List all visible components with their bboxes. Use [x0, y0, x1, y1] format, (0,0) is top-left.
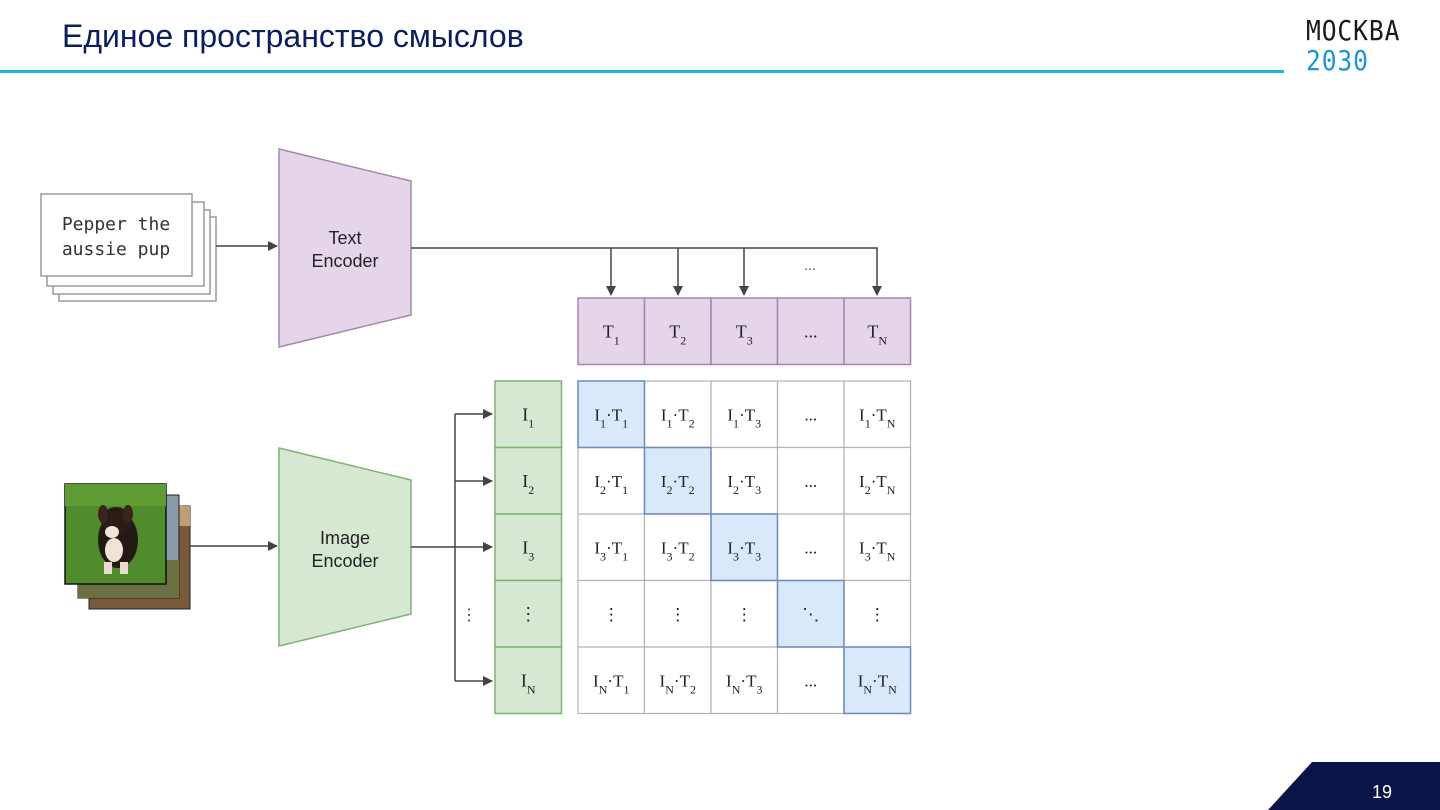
similarity-cell — [843, 513, 912, 582]
image-token-label: I3 — [522, 537, 534, 563]
similarity-cell-label: ⋮ — [736, 605, 753, 624]
image-token-cell — [494, 646, 563, 715]
similarity-cell-label: ... — [804, 405, 817, 424]
logo-text-moscow: МОСКВА — [1306, 14, 1401, 47]
page-number-badge — [1268, 762, 1440, 810]
similarity-cell-label: I3·T3 — [727, 538, 761, 563]
similarity-cell — [577, 446, 646, 515]
text-input-stack: Pepper the aussie pup — [40, 193, 217, 302]
similarity-cell — [843, 380, 912, 449]
image-token-label: I2 — [522, 471, 534, 497]
logo-text-2030: 2030 — [1306, 44, 1369, 77]
text-token-label: TN — [867, 321, 887, 347]
slide-title: Единое пространство смыслов — [62, 18, 524, 54]
image-token-cell — [494, 446, 563, 515]
similarity-cell-label: I2·T1 — [594, 472, 628, 497]
similarity-cell-diagonal-outline — [643, 446, 712, 515]
image-token-label: IN — [521, 670, 536, 696]
similarity-cell — [776, 446, 845, 515]
text-token-label: T1 — [603, 321, 620, 347]
similarity-cell-diagonal-outline — [843, 646, 912, 715]
similarity-cell-label: ⋮ — [669, 605, 686, 624]
similarity-cell-label: IN·TN — [858, 671, 897, 696]
text-input-line-2: aussie pup — [62, 239, 170, 260]
image-arrows-ellipsis: ⋮ — [461, 607, 477, 624]
similarity-cell-label: ... — [804, 671, 817, 690]
similarity-cell-label: I1·T3 — [727, 405, 761, 430]
text-token-cell — [843, 297, 912, 366]
text-token-label: T3 — [736, 321, 753, 347]
text-embedding-arrows — [411, 247, 882, 296]
image-token-label: I1 — [522, 404, 534, 430]
text-token-cell — [643, 297, 712, 366]
similarity-cell-label: I2·TN — [859, 472, 896, 497]
image-token-cell — [494, 380, 563, 449]
image-encoder-label-line-2: Encoder — [311, 551, 378, 571]
similarity-cell — [776, 646, 845, 715]
image-input-stack — [64, 483, 191, 610]
similarity-cell-label: I3·T1 — [594, 538, 628, 563]
similarity-cell-label: IN·T3 — [726, 671, 762, 696]
similarity-cell-label: I1·T2 — [661, 405, 695, 430]
similarity-cell-diagonal — [643, 446, 712, 515]
text-encoder-shape — [278, 148, 412, 348]
similarity-cell-label: ⋱ — [802, 605, 819, 624]
similarity-cell-diagonal-outline — [577, 380, 646, 449]
similarity-cell-label: I3·TN — [859, 538, 896, 563]
text-token-cell — [577, 297, 646, 366]
text-token-cell — [710, 297, 779, 366]
moscow-2030-logo: МОСКВА 2030 — [1306, 16, 1418, 80]
similarity-cell-label: IN·T2 — [660, 671, 696, 696]
similarity-cell-label: ⋮ — [869, 605, 886, 624]
text-encoder-label-line-1: Text — [328, 228, 361, 248]
page-number: 19 — [1371, 782, 1392, 802]
title-underline — [0, 70, 1284, 73]
similarity-cell-diagonal-outline — [710, 513, 779, 582]
text-token-label: ... — [804, 321, 818, 341]
similarity-cell — [643, 579, 712, 648]
text-token-cell — [776, 297, 845, 366]
similarity-cell-label: I3·T2 — [661, 538, 695, 563]
similarity-cell-label: I1·T1 — [594, 405, 628, 430]
similarity-cell — [710, 380, 779, 449]
text-token-row: T1 T2 T3... TN — [577, 297, 912, 366]
image-token-cell — [494, 513, 563, 582]
image-token-label: ⋮ — [519, 604, 537, 624]
puppy-photo — [98, 505, 138, 574]
image-token-cell — [494, 579, 563, 648]
similarity-cell-label: IN·T1 — [593, 671, 629, 696]
similarity-cell — [776, 513, 845, 582]
similarity-cell — [843, 446, 912, 515]
text-arrows-ellipsis: ... — [804, 257, 816, 273]
similarity-cell-label: I1·TN — [859, 405, 896, 430]
text-token-label: T2 — [669, 321, 686, 347]
similarity-cell-label: ... — [804, 472, 817, 491]
similarity-cell-diagonal — [843, 646, 912, 715]
similarity-cell — [577, 646, 646, 715]
similarity-cell — [643, 646, 712, 715]
similarity-cell — [776, 380, 845, 449]
text-input-line-1: Pepper the — [62, 214, 170, 235]
text-encoder-label-line-2: Encoder — [311, 251, 378, 271]
similarity-matrix: I1·T1 I1·T2 I1·T3... I1·TN I2·T1 I2·T2 I2·T3..… — [577, 380, 912, 715]
image-encoder-label-line-1: Image — [320, 528, 370, 548]
similarity-cell-diagonal-outline — [776, 579, 845, 648]
similarity-cell-label: ... — [804, 538, 817, 557]
image-encoder-shape — [278, 447, 412, 647]
similarity-cell-label: ⋮ — [603, 605, 620, 624]
image-embedding-arrows — [411, 409, 493, 686]
similarity-cell-label: I2·T3 — [727, 472, 761, 497]
similarity-cell-label: I2·T2 — [661, 472, 695, 497]
